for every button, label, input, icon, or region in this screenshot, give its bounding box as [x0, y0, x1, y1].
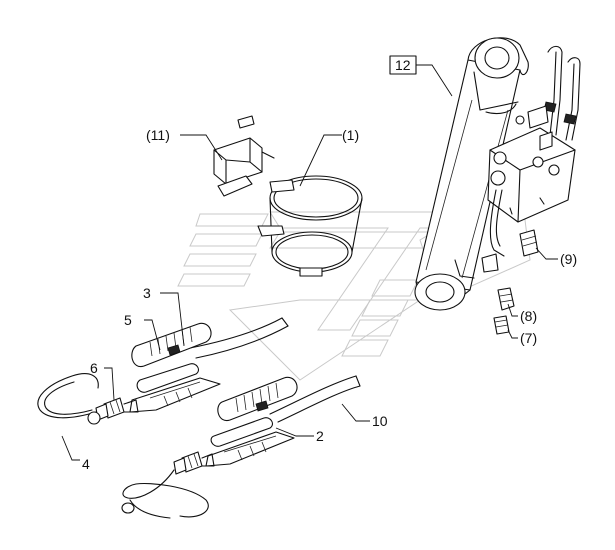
callout-6: 6: [90, 360, 98, 376]
callout-8: (8): [520, 308, 537, 324]
cylinder-hoses: [543, 45, 581, 141]
callout-1: (1): [342, 127, 359, 143]
dust-cap-lower: [121, 469, 209, 519]
fittings: [493, 229, 539, 335]
upper-coupling-assembly: [95, 322, 221, 421]
hose-clamp: [257, 175, 363, 277]
callout-9: (9): [560, 251, 577, 267]
hose-lower: [269, 375, 361, 423]
callout-11: (11): [146, 127, 170, 143]
bracket: [213, 115, 275, 197]
callout-2: 2: [316, 428, 324, 444]
callout-4: 4: [82, 456, 90, 472]
lower-coupling-assembly: [173, 376, 298, 475]
valve-block: [481, 105, 576, 273]
hydraulic-cylinder: [414, 37, 529, 311]
callout-10: 10: [372, 413, 388, 429]
callout-12: 12: [395, 57, 411, 73]
hose-upper: [189, 317, 289, 359]
callout-3: 3: [143, 285, 151, 301]
dust-cap-upper: [37, 373, 101, 425]
callout-7: (7): [520, 330, 537, 346]
leader-lines: [61, 64, 558, 461]
callout-5: 5: [124, 312, 132, 328]
